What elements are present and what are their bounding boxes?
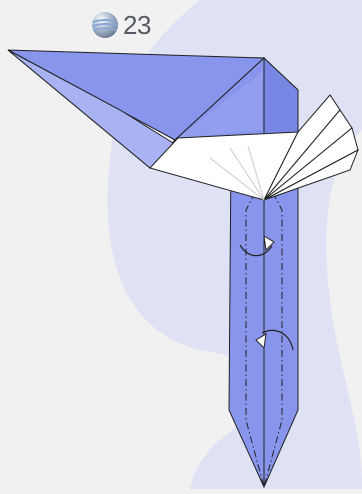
step-number-badge: 23: [91, 8, 151, 42]
step-number: 23: [123, 11, 151, 39]
globe-bullet-icon: [91, 11, 119, 39]
